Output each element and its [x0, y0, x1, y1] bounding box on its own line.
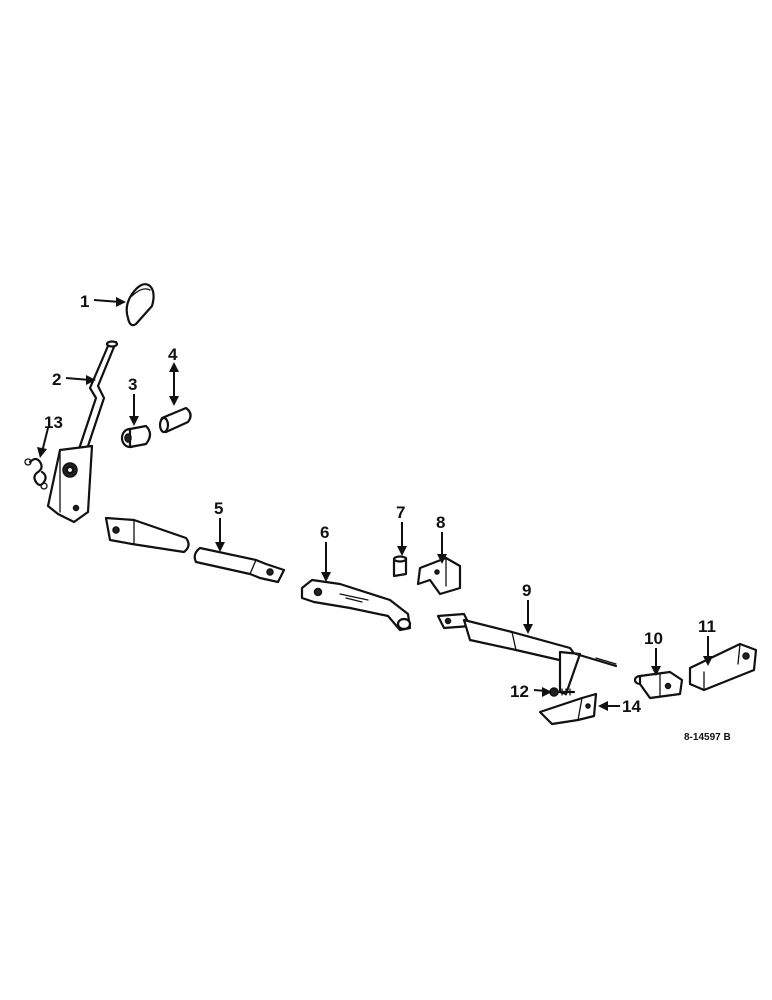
part-11-bracket-block — [688, 642, 758, 692]
part-14-angle-bracket — [538, 692, 598, 726]
part-5-rod — [104, 516, 286, 584]
part-3-bushing — [120, 424, 152, 449]
leader-arrows — [37, 297, 713, 711]
callout-10: 10 — [644, 629, 663, 648]
callout-8: 8 — [436, 513, 445, 532]
callout-4: 4 — [168, 345, 178, 364]
callout-7: 7 — [396, 503, 405, 522]
part-1-handle-knob — [125, 283, 155, 327]
callout-12: 12 — [510, 682, 529, 701]
part-12-bolt — [549, 687, 576, 697]
callout-9: 9 — [522, 581, 531, 600]
reference-code: 8-14597 B — [684, 732, 731, 743]
callout-2: 2 — [52, 370, 61, 389]
callout-6: 6 — [320, 523, 329, 542]
callout-13: 13 — [44, 413, 63, 432]
part-10-clevis — [633, 670, 684, 700]
part-9-rod-with-arm — [436, 612, 618, 696]
part-4-pin — [158, 406, 192, 434]
part-7-small-bushing — [392, 555, 408, 578]
callout-5: 5 — [214, 499, 223, 518]
part-13-spring — [24, 457, 48, 490]
callout-labels: 1 2 3 4 5 6 7 8 9 10 11 12 13 14 — [44, 292, 716, 716]
part-2-shift-lever — [46, 340, 119, 524]
callout-14: 14 — [622, 697, 641, 716]
callout-1: 1 — [80, 292, 89, 311]
callout-3: 3 — [128, 375, 137, 394]
callout-11: 11 — [698, 617, 716, 636]
part-6-bell-crank — [300, 578, 412, 632]
part-8-bracket — [416, 556, 462, 596]
